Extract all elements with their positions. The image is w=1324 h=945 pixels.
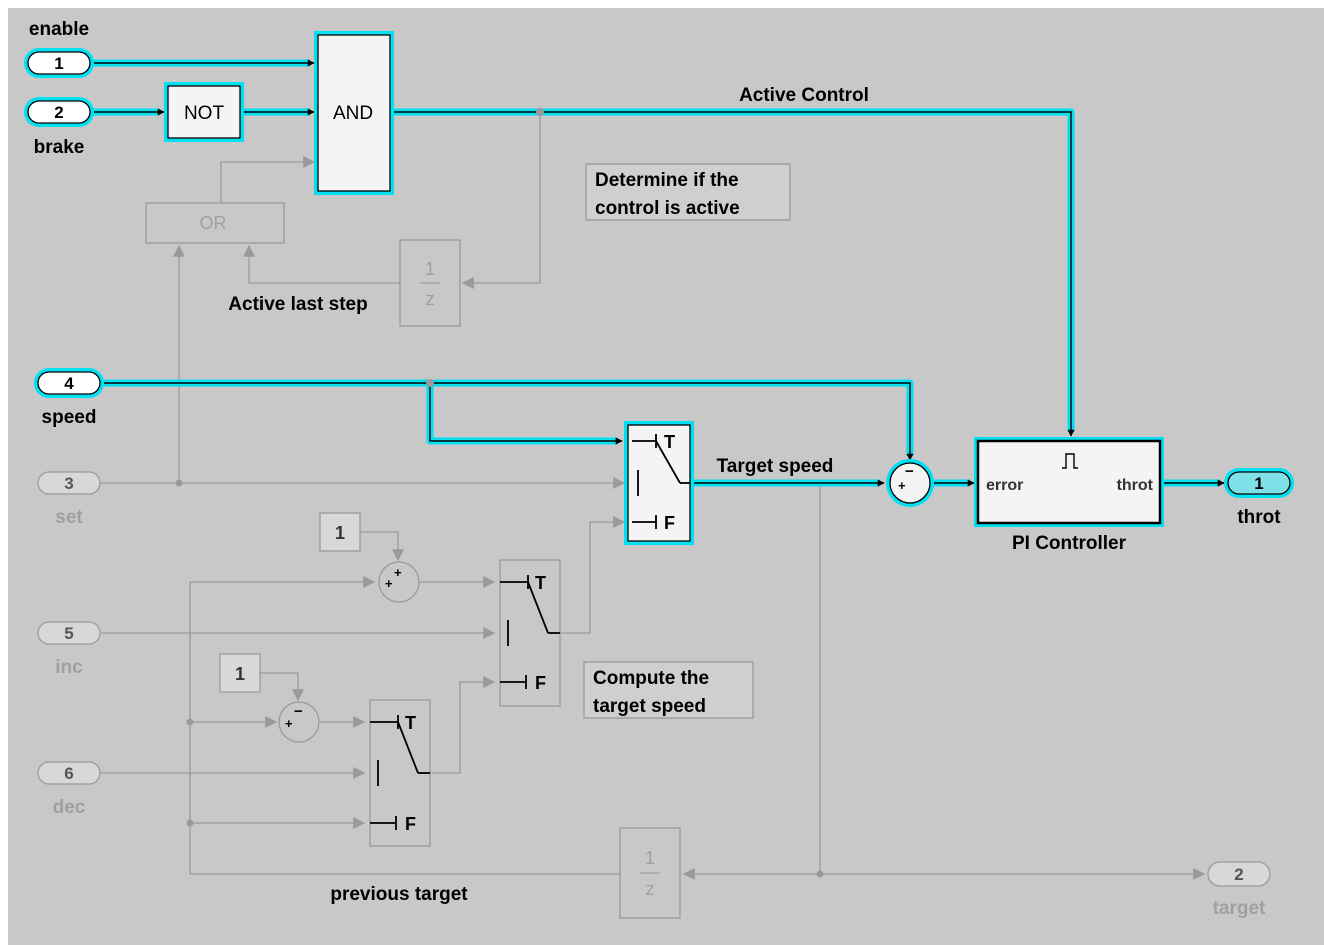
sum-plus-sign: +: [394, 565, 402, 580]
sum-minus-sign: −: [294, 703, 303, 720]
constant-inc[interactable]: 1: [319, 512, 361, 552]
wire-or-to-and[interactable]: [220, 156, 316, 203]
sum-increment[interactable]: + +: [378, 561, 420, 603]
outport-target[interactable]: 2: [1207, 861, 1271, 887]
inport-label-enable: enable: [29, 19, 89, 40]
active-branch-point: [536, 108, 544, 116]
signal-label-active-last-step: Active last step: [228, 294, 367, 315]
switch-t-label: T: [535, 573, 546, 593]
wire-prev-target-to-sum[interactable]: [189, 576, 620, 875]
pi-controller-block[interactable]: error throt: [974, 437, 1164, 527]
annotation-target-speed[interactable]: Compute the target speed: [583, 661, 754, 719]
outport-label-throt: throt: [1237, 507, 1281, 528]
inport-dec[interactable]: 6: [37, 761, 101, 785]
signal-label-active-control: Active Control: [739, 85, 869, 106]
wire-delay-to-or[interactable]: [243, 244, 400, 284]
pi-throt-port-label: throt: [1117, 477, 1154, 494]
delay-numerator: 1: [425, 259, 435, 279]
inport-enable[interactable]: 1: [24, 48, 94, 78]
inport-label-set: set: [55, 507, 83, 528]
wire-sw3-to-sw2[interactable]: [430, 676, 496, 774]
annotation-line: Determine if the: [595, 170, 739, 191]
switch-dec[interactable]: T F: [369, 699, 431, 847]
signal-label-target-speed: Target speed: [717, 456, 834, 477]
switch-target-speed[interactable]: T F: [624, 421, 694, 545]
not-block[interactable]: NOT: [164, 82, 244, 142]
annotation-line: target speed: [593, 696, 706, 717]
unit-delay-active[interactable]: 1 z: [399, 239, 461, 327]
unit-delay-target[interactable]: 1 z: [619, 827, 681, 919]
sum-error[interactable]: + −: [886, 459, 934, 507]
outport-throt[interactable]: 1: [1224, 468, 1294, 498]
wire-active-control[interactable]: [391, 111, 1075, 437]
switch-inc[interactable]: T F: [499, 559, 561, 707]
inport-number: 3: [64, 474, 73, 493]
sum-minus-sign: −: [905, 463, 914, 480]
inport-label-dec: dec: [53, 797, 86, 818]
sum-plus-sign: +: [285, 716, 293, 731]
annotation-line: control is active: [595, 198, 740, 219]
annotation-line: Compute the: [593, 668, 709, 689]
delay-denominator: z: [426, 289, 435, 309]
wire-const2-to-sum[interactable]: [260, 672, 304, 702]
inport-label-inc: inc: [55, 657, 83, 678]
delay-numerator: 1: [645, 848, 655, 868]
sum-decrement[interactable]: + −: [278, 701, 320, 743]
wire-speed-to-sum[interactable]: [101, 382, 914, 461]
enable-port-icon: [1062, 453, 1078, 469]
pi-error-port-label: error: [986, 477, 1023, 494]
signal-label-previous-target: previous target: [330, 884, 468, 905]
or-block[interactable]: OR: [145, 202, 285, 244]
constant-value: 1: [335, 523, 345, 543]
annotation-control-active[interactable]: Determine if the control is active: [585, 163, 791, 221]
switch-t-label: T: [405, 713, 416, 733]
wire-sw2-to-sw1[interactable]: [560, 516, 626, 634]
not-label: NOT: [184, 103, 225, 124]
wire-speed-to-switch[interactable]: [429, 383, 623, 445]
inport-number: 4: [64, 374, 74, 393]
pi-controller-name: PI Controller: [1012, 533, 1127, 554]
inport-speed[interactable]: 4: [34, 368, 104, 398]
wire-const1-to-sum[interactable]: [360, 531, 404, 562]
inport-number: 1: [54, 54, 63, 73]
outport-number: 2: [1234, 865, 1243, 884]
inport-inc[interactable]: 5: [37, 621, 101, 645]
speed-branch-point: [426, 379, 434, 387]
inport-number: 2: [54, 103, 63, 122]
active-wires: [91, 59, 1225, 487]
outport-label-target: target: [1213, 898, 1266, 919]
sum-plus-sign: +: [898, 478, 906, 493]
switch-f-label: F: [535, 673, 546, 693]
switch-f-label: F: [405, 814, 416, 834]
inport-number: 5: [64, 624, 73, 643]
inport-number: 6: [64, 764, 73, 783]
inactive-wires: [101, 112, 1206, 880]
constant-value: 1: [235, 664, 245, 684]
inport-brake[interactable]: 2: [24, 97, 94, 127]
inport-set[interactable]: 3: [37, 471, 101, 495]
sum-plus-sign: +: [385, 576, 393, 591]
and-block[interactable]: AND: [314, 31, 394, 195]
or-label: OR: [200, 213, 227, 233]
switch-t-label: T: [664, 432, 675, 452]
and-label: AND: [333, 103, 373, 124]
inport-label-speed: speed: [42, 407, 97, 428]
inport-label-brake: brake: [34, 137, 85, 158]
switch-f-label: F: [664, 513, 675, 533]
outport-number: 1: [1254, 474, 1263, 493]
constant-dec[interactable]: 1: [219, 653, 261, 693]
wire-active-to-delay[interactable]: [461, 112, 541, 289]
delay-denominator: z: [646, 879, 655, 899]
